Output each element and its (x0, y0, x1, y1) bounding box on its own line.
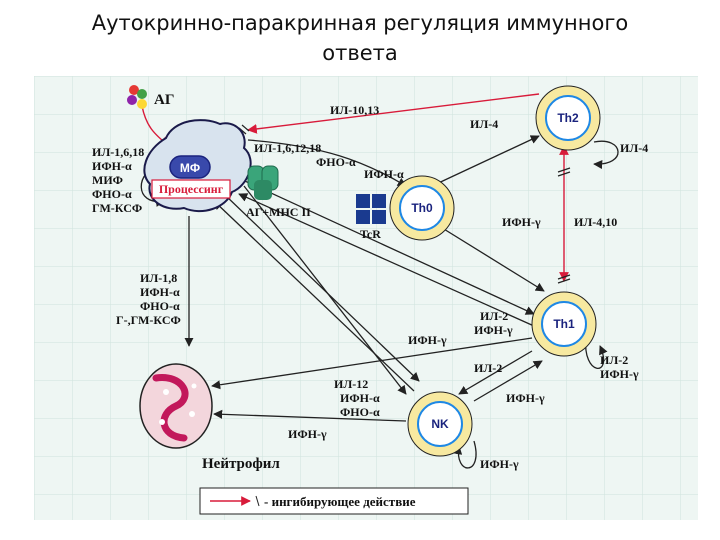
mf-nucleus (169, 155, 211, 179)
th1-self-label-1: ИЛ-2 (600, 353, 628, 367)
arrow-th1-to-mf (238, 193, 535, 327)
inhibit-th2-to-mf (247, 93, 540, 134)
title-line-1: Аутокринно-паракринная регуляция иммунно… (91, 11, 629, 35)
arrow-mf-to-nk-2 (243, 185, 407, 395)
il-4-th2-self-label: ИЛ-4 (620, 141, 648, 155)
macrophage-cell: МФ Процессинг (143, 119, 252, 213)
ifn-g-nk-label: ИФН-γ (506, 391, 545, 405)
to-neutrophil-labels: ИЛ-1,8 ИФН-α ФНО-α Г-,ГМ-КСФ (116, 271, 181, 327)
nk-out-label-2: ИФН-α (340, 391, 380, 405)
nk-out-labels: ИЛ-12 ИФН-α ФНО-α (334, 377, 380, 419)
arrow-mf-to-th0 (247, 139, 407, 187)
th2-label: Th2 (557, 111, 579, 125)
arrow-nk-self (453, 440, 477, 469)
arrow-nk-to-neutro (213, 409, 407, 422)
arrow-mf-to-th1 (233, 175, 535, 315)
neutrophil-cell (139, 363, 213, 449)
to-neutro-label-1: ИЛ-1,8 (140, 271, 177, 285)
th2-cell: Th2 (535, 85, 601, 151)
th1-cell: Th1 (531, 291, 597, 357)
tcr-label: TcR (360, 227, 381, 241)
nk-out-label-3: ФНО-α (340, 405, 380, 419)
mf-self-label-5: ГМ-КСФ (92, 201, 142, 215)
tcr-receptor (356, 194, 386, 224)
immune-regulation-diagram: МФ Процессинг АГ+МНС II TcR АГ Th2 Th0 (34, 76, 698, 520)
ifn-g-mid-label: ИФН-γ (502, 215, 541, 229)
ag-label: АГ (154, 92, 174, 108)
il-4-th2-in-label: ИЛ-4 (470, 117, 498, 131)
arrow-th0-to-th2 (431, 135, 540, 187)
mf-self-label-4: ФНО-α (92, 187, 132, 201)
ag-mhc-label: АГ+МНС II (246, 205, 311, 219)
th1-in-label-2: ИФН-γ (474, 323, 513, 337)
arrow-th1-self (585, 337, 608, 370)
nk-label: NK (431, 417, 449, 431)
to-neutro-label-2: ИФН-α (140, 285, 180, 299)
th1-in-label-1: ИЛ-2 (480, 309, 508, 323)
th1-label: Th1 (553, 317, 575, 331)
mf-label: МФ (180, 161, 200, 175)
to-neutro-label-3: ФНО-α (140, 299, 180, 313)
processing-label: Процессинг (159, 182, 224, 196)
il-4-10-label: ИЛ-4,10 (574, 215, 617, 229)
arrow-nk-to-mf (213, 200, 415, 392)
mf-self-label-1: ИЛ-1,6,18 (92, 145, 144, 159)
slide-title: Аутокринно-паракринная регуляция иммунно… (0, 8, 720, 68)
il-10-13-label: ИЛ-10,13 (330, 103, 379, 117)
th0-cell: Th0 (389, 175, 455, 241)
legend: - ингибирующее действие (199, 487, 469, 515)
ifn-a-th0-label: ИФН-α (364, 167, 404, 181)
il-2-nk-label: ИЛ-2 (474, 361, 502, 375)
processing-box (151, 179, 231, 199)
nk-out-label-1: ИЛ-12 (334, 377, 368, 391)
arrow-th1-to-neutro (211, 337, 533, 390)
arrow-mf-to-nk (223, 193, 420, 382)
mf-self-label-3: МИФ (92, 173, 123, 187)
mf-self-labels: ИЛ-1,6,18 ИФН-α МИФ ФНО-α ГМ-КСФ (92, 145, 144, 215)
title-line-2: ответа (322, 41, 398, 65)
il-1-6-12-18-label: ИЛ-1,6,12,18 (254, 141, 321, 155)
to-neutro-label-4: Г-,ГМ-КСФ (116, 313, 181, 327)
antigen-icon (127, 85, 147, 109)
arrow-th2-self (593, 140, 619, 170)
arrow-th0-to-th1 (438, 225, 545, 292)
legend-text: - ингибирующее действие (264, 494, 416, 509)
ifn-g-nk-self-label: ИФН-γ (480, 457, 519, 471)
mhc-receptor (247, 165, 279, 200)
nk-cell: NK (407, 391, 473, 457)
th1-self-label-2: ИФН-γ (600, 367, 639, 381)
th0-label: Th0 (411, 201, 433, 215)
ifn-g-neutro-label: ИФН-γ (288, 427, 327, 441)
arrow-nk-to-th1 (473, 360, 543, 402)
ifn-g-left-label: ИФН-γ (408, 333, 447, 347)
arrow-th1-to-nk (458, 350, 533, 395)
neutrophil-label: Нейтрофил (202, 456, 280, 472)
fno-a-top-label: ФНО-α (316, 155, 356, 169)
mf-self-label-2: ИФН-α (92, 159, 132, 173)
